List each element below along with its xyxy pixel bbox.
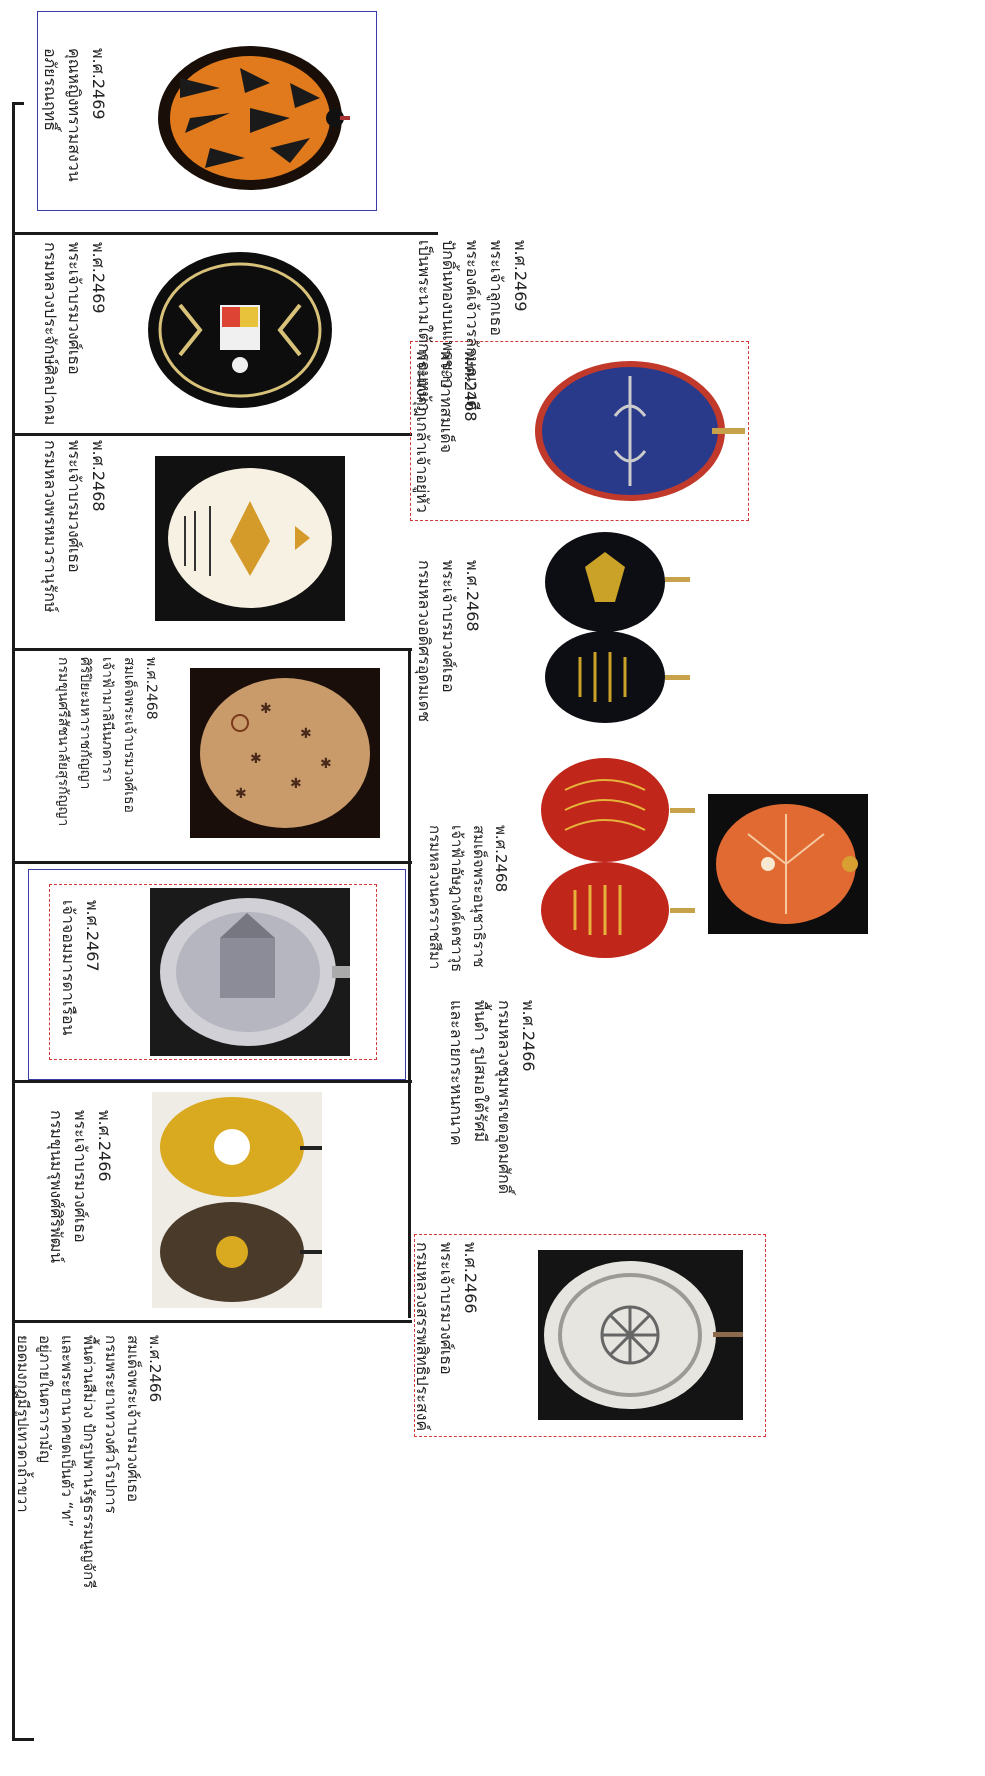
label-top-4: พ.ศ.2468 สมเด็จพระเจ้าบรมวงศ์เธอ เจ้าฟ้า… <box>52 657 162 826</box>
label-bottom-3: พ.ศ.2468 พระเจ้าบรมวงศ์เธอ กรมหลวงอดิศรอ… <box>412 560 484 722</box>
label-year: พ.ศ.2466 <box>516 1000 540 1194</box>
label-year: พ.ศ.2468 <box>460 560 484 722</box>
svg-text:✱: ✱ <box>300 726 312 742</box>
label-top-1: พ.ศ.2469 คุณหญิงทรามสงวน อภัยรณฤทธิ์ <box>38 48 110 182</box>
fan-blue-trident-icon <box>530 356 745 506</box>
label-top-5: พ.ศ.2467 เจ้าจอมมารดาเรือน <box>56 900 104 1035</box>
label-year: พ.ศ.2469 <box>86 242 110 425</box>
fan-orange-anchor-icon <box>708 794 868 934</box>
top-axis-cap-top <box>12 102 24 105</box>
label-top-2: พ.ศ.2469 พระเจ้าบรมวงศ์เธอ กรมหลวงประจัก… <box>38 242 110 425</box>
top-divider-4 <box>12 861 412 864</box>
label-year: พ.ศ.2466 <box>144 1335 166 1588</box>
label-year: พ.ศ.2468 <box>458 350 482 513</box>
top-divider-5 <box>12 1080 412 1083</box>
top-divider-3 <box>12 648 412 651</box>
label-top-7: พ.ศ.2466 สมเด็จพระเจ้าบรมวงศ์เธอ กรมพระย… <box>12 1335 166 1588</box>
label-top-6: พ.ศ.2466 พระเจ้าบรมวงศ์เธอ กรมขุนมรุพงศ์… <box>44 1110 116 1263</box>
fan-pair-red-gold-icon <box>535 750 695 960</box>
label-year: พ.ศ.2466 <box>92 1110 116 1263</box>
label-year: พ.ศ.2467 <box>80 900 104 1035</box>
fan-white-inscription-icon <box>155 456 345 621</box>
label-bottom-4: พ.ศ.2468 สมเด็จพระอนุชาธิราช เจ้าฟ้าอัษฎ… <box>424 825 512 972</box>
fan-garuda-emblem-icon <box>140 245 340 415</box>
label-bottom-6: พ.ศ.2466 พระเจ้าบรมวงศ์เธอ กรมหลวงสรรพสิ… <box>410 1242 482 1431</box>
fan-pair-yellow-icon <box>152 1092 322 1308</box>
svg-text:✱: ✱ <box>320 756 332 772</box>
svg-text:✱: ✱ <box>250 751 262 767</box>
bottom-connector-2469 <box>378 232 438 235</box>
label-year: พ.ศ.2469 <box>508 240 532 411</box>
top-divider-1 <box>12 232 412 235</box>
label-year: พ.ศ.2468 <box>490 825 512 972</box>
top-axis-cap-bottom <box>12 1738 34 1741</box>
fan-white-wheel-icon <box>538 1250 743 1420</box>
svg-text:✱: ✱ <box>235 786 247 802</box>
label-year: พ.ศ.2466 <box>458 1242 482 1431</box>
label-bottom-2: พ.ศ.2468 พระบาทสมเด็จ พระมงกุฎเกล้าเจ้าอ… <box>410 350 482 513</box>
label-bottom-5: พ.ศ.2466 กรมหลวงชุมพรเขตอุดมศักดิ์ พื้นด… <box>444 1000 540 1194</box>
fan-silver-palace-icon <box>150 888 350 1056</box>
label-year: พ.ศ.2468 <box>140 657 162 826</box>
top-divider-2 <box>12 433 412 436</box>
bottom-axis-segment <box>408 648 411 1318</box>
fan-constellation-icon: ✱ ✱ ✱ ✱ ✱ ✱ <box>190 668 380 838</box>
top-divider-6 <box>12 1320 412 1323</box>
label-year: พ.ศ.2468 <box>86 440 110 613</box>
label-year: พ.ศ.2469 <box>86 48 110 182</box>
fan-pair-black-gold-icon <box>540 527 690 727</box>
svg-text:✱: ✱ <box>290 776 302 792</box>
svg-text:✱: ✱ <box>260 701 272 717</box>
fan-tiger-stripe-icon <box>150 38 350 198</box>
label-top-3: พ.ศ.2468 พระเจ้าบรมวงศ์เธอ กรมหลวงพรหมวร… <box>38 440 110 613</box>
